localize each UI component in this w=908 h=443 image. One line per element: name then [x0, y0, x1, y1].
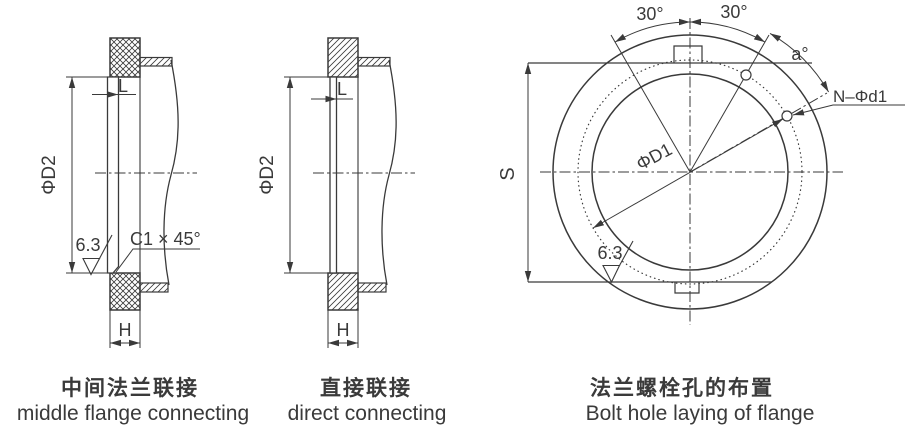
dim-h — [327, 310, 359, 348]
caption-bolt-layout-zh: 法兰螺栓孔的布置 — [590, 377, 774, 400]
label-d2: ΦD2 — [39, 155, 60, 194]
caption-middle-flange-en: middle flange connecting — [16, 402, 250, 425]
label-bolt-holes: N–Φd1 — [833, 87, 887, 106]
arc-30-right — [689, 18, 766, 43]
plate-section — [106, 76, 120, 274]
chamfer-leader — [115, 248, 200, 273]
label-roughness: 6.3 — [597, 243, 622, 263]
flange-section-top — [327, 37, 359, 78]
label-l: L — [118, 76, 128, 96]
dim-d2 — [284, 76, 329, 274]
bolt-hole — [740, 69, 752, 81]
label-roughness: 6.3 — [75, 235, 100, 255]
plate-section — [329, 76, 338, 274]
bottom-tab — [674, 282, 700, 294]
dim-h — [109, 310, 141, 348]
pipe-wall-bottom — [357, 282, 387, 293]
label-s: S — [497, 167, 519, 180]
flange-section-bottom — [109, 272, 141, 311]
label-d2: ΦD2 — [257, 155, 278, 194]
bolt-hole-leader — [792, 104, 905, 116]
flange-section-top — [109, 37, 141, 78]
label-angle-right: 30° — [720, 2, 747, 22]
arc-30-left — [614, 18, 691, 43]
d1-diameter-line — [592, 118, 784, 229]
caption-direct-zh: 直接联接 — [320, 377, 412, 400]
label-angle-left: 30° — [636, 4, 663, 24]
pipe-break-line — [163, 59, 179, 286]
bolt-hole — [781, 110, 793, 122]
pipe-wall-top — [139, 56, 173, 67]
figure-middle-flange: ΦD2 L H 6.3 C1 × 45° — [39, 37, 201, 348]
flange-section-bottom — [327, 272, 359, 311]
label-d1: ΦD1 — [633, 139, 675, 174]
label-chamfer: C1 × 45° — [130, 229, 201, 249]
roughness-symbol — [82, 234, 113, 276]
pipe-wall-bottom — [139, 282, 169, 293]
figure-bolt-layout: 30° 30° a° ΦD1 N–Φd1 S 6.3 — [497, 2, 905, 325]
caption-bolt-layout-en: Bolt hole laying of flange — [585, 402, 815, 425]
pipe-break-line — [381, 59, 397, 286]
figure-direct-connect: ΦD2 L H — [257, 37, 415, 348]
label-angle-pitch: a° — [791, 44, 808, 64]
label-l: L — [337, 79, 347, 99]
roughness-symbol — [602, 240, 634, 284]
caption-middle-flange-zh: 中间法兰联接 — [61, 377, 199, 400]
caption-direct-en: direct connecting — [287, 402, 447, 425]
arc-pitch-angle — [769, 32, 830, 93]
label-h: H — [337, 320, 350, 340]
pipe-wall-top — [357, 56, 391, 67]
dim-d2 — [66, 76, 107, 274]
label-h: H — [119, 320, 132, 340]
top-tab — [673, 45, 703, 63]
